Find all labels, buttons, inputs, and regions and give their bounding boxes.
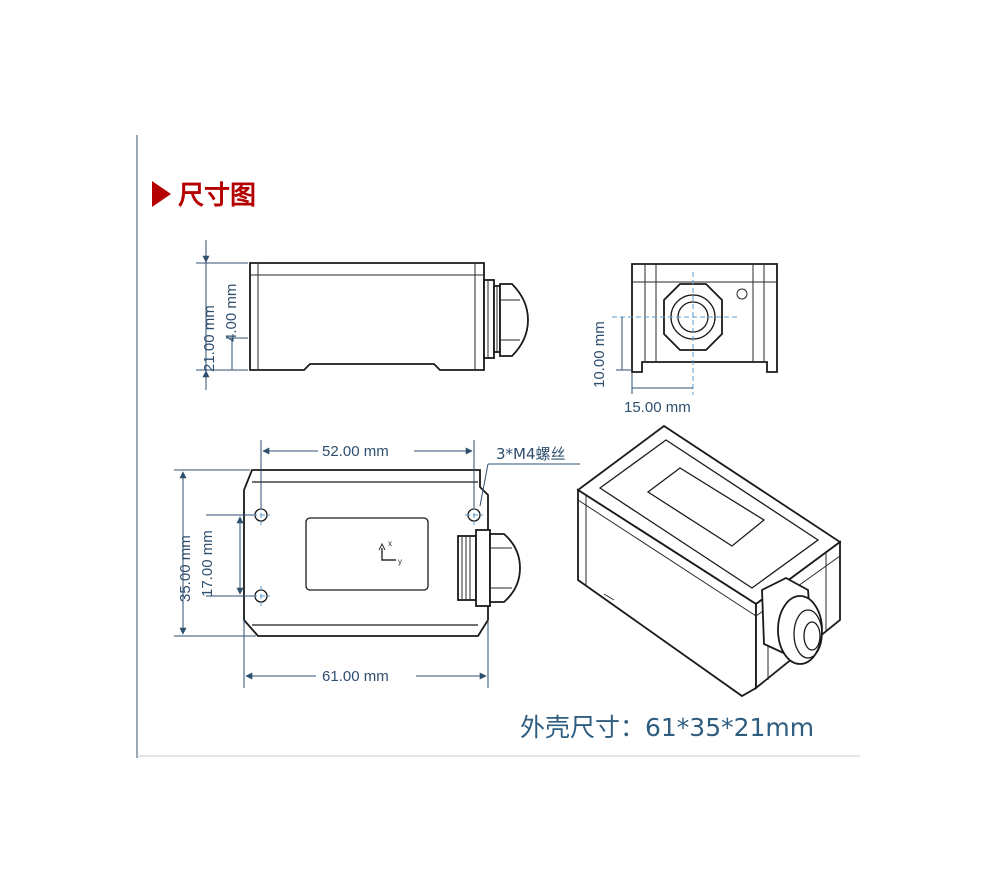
dim-side-base-label: 4.00 mm [223,284,240,342]
side-body [249,262,485,371]
axis-y-label: y [398,557,402,566]
axes-marker: x y [378,539,402,566]
housing-size-spec: 外壳尺寸：61*35*21mm [520,713,814,742]
end-view: 10.00 mm 15.00 mm [591,263,778,416]
axis-x-label: x [388,539,392,548]
section-title: 尺寸图 [178,181,256,211]
screw-callout-label: 3*M4螺丝 [496,445,566,463]
dim-end-hole-width-label: 15.00 mm [624,399,691,416]
dim-top-hole-pitch-label: 17.00 mm [199,530,216,597]
isometric-view [576,424,842,698]
end-vent-hole [736,288,748,300]
screw-callout-leader [479,463,489,507]
section-header: 尺寸图 [152,181,256,211]
dim-end-hole-height-label: 10.00 mm [591,321,608,388]
triangle-bullet-icon [152,181,171,207]
top-cable-gland [457,529,521,607]
top-view: x y 3*M4螺丝 52.00 mm 35.00 mm [174,440,580,688]
top-body [243,469,489,637]
dim-top-width-label: 35.00 mm [177,535,194,602]
top-label-window [305,517,429,591]
iso-front-face [577,488,757,698]
iso-cable-gland [761,576,823,665]
dim-top-hole-spacing-label: 52.00 mm [322,443,389,460]
side-view: 21.00 mm 4.00 mm [196,240,529,390]
dim-side-height-label: 21.00 mm [201,305,218,372]
dim-top-length-label: 61.00 mm [322,668,389,685]
side-cable-gland [483,279,529,359]
iso-label-window [646,467,766,547]
